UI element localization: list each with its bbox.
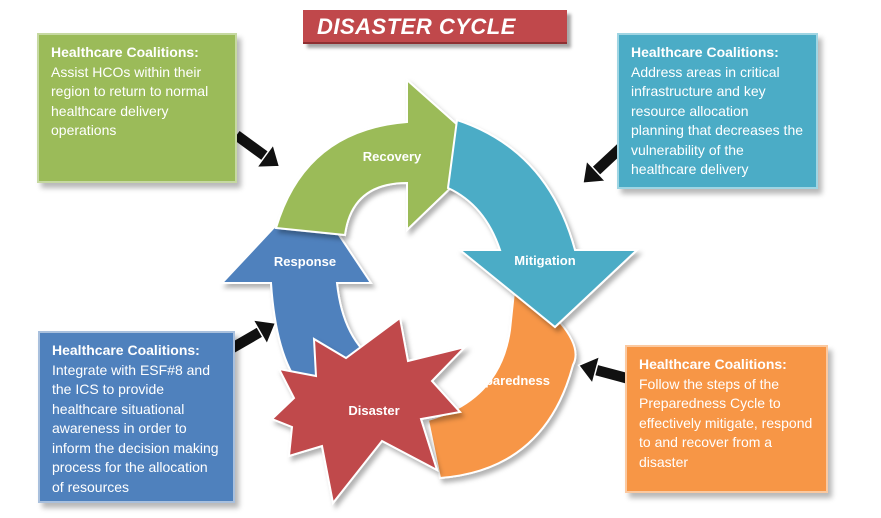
response-info-box: Healthcare Coalitions: Integrate with ES…: [38, 331, 235, 503]
preparedness-box-text: Follow the steps of the Preparedness Cyc…: [639, 375, 813, 470]
response-box-heading: Healthcare Coalitions:: [52, 342, 200, 358]
response-arrow: [219, 188, 381, 390]
recovery-arrow: [274, 77, 490, 237]
mitigation-label: Mitigation: [514, 253, 575, 268]
preparedness-box-heading: Healthcare Coalitions:: [639, 356, 787, 372]
mitigation-arrow: [446, 118, 640, 329]
pointer-arrow-recovery: [231, 128, 281, 169]
recovery-box-heading: Healthcare Coalitions:: [51, 44, 199, 60]
disaster-starburst: [270, 316, 469, 506]
response-box-text: Integrate with ESF#8 and the ICS to prov…: [52, 361, 219, 495]
disaster-label: Disaster: [348, 403, 399, 418]
mitigation-box-text: Address areas in critical infrastructure…: [631, 63, 804, 178]
recovery-box-text: Assist HCOs within their region to retur…: [51, 63, 209, 139]
response-label: Response: [274, 254, 336, 269]
preparedness-info-box: Healthcare Coalitions: Follow the steps …: [625, 345, 828, 493]
recovery-label: Recovery: [363, 149, 422, 164]
preparedness-arrow: [426, 280, 577, 480]
recovery-info-box: Healthcare Coalitions: Assist HCOs withi…: [37, 33, 237, 183]
diagram-title: DISASTER CYCLE: [303, 10, 567, 44]
preparedness-label: Preparedness: [464, 373, 550, 388]
mitigation-box-heading: Healthcare Coalitions:: [631, 44, 779, 60]
mitigation-info-box: Healthcare Coalitions: Address areas in …: [617, 33, 818, 189]
